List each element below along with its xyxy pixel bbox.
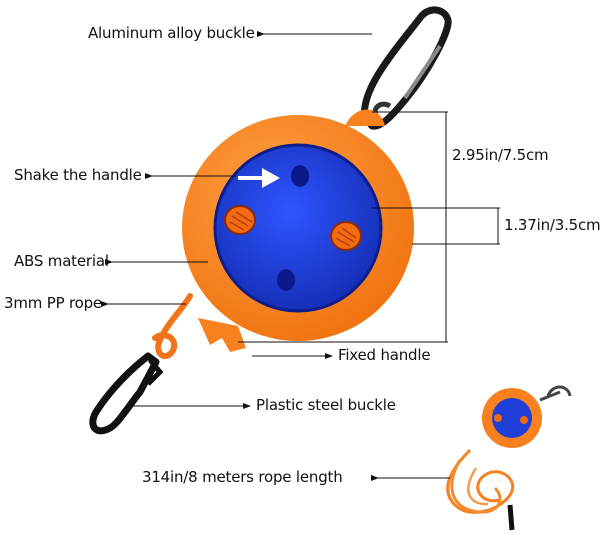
inset-product-photo	[446, 385, 572, 531]
shake-arrow-icon	[238, 168, 280, 188]
label-aluminum-buckle: Aluminum alloy buckle	[88, 24, 255, 42]
pp-rope	[152, 293, 193, 360]
label-pp-rope: 3mm PP rope	[4, 294, 102, 312]
aluminum-carabiner	[361, 6, 452, 130]
label-rope-length: 314in/8 meters rope length	[142, 468, 343, 486]
label-fixed-handle: Fixed handle	[338, 346, 431, 364]
label-inner-dimension: 1.37in/3.5cm	[504, 216, 600, 234]
label-shake-handle: Shake the handle	[14, 166, 142, 184]
reel-body	[182, 109, 414, 352]
leader-lines	[101, 31, 500, 481]
label-abs-material: ABS material	[14, 252, 109, 270]
label-outer-dimension: 2.95in/7.5cm	[452, 146, 549, 164]
label-plastic-buckle: Plastic steel buckle	[256, 396, 396, 414]
plastic-buckle	[89, 352, 164, 435]
